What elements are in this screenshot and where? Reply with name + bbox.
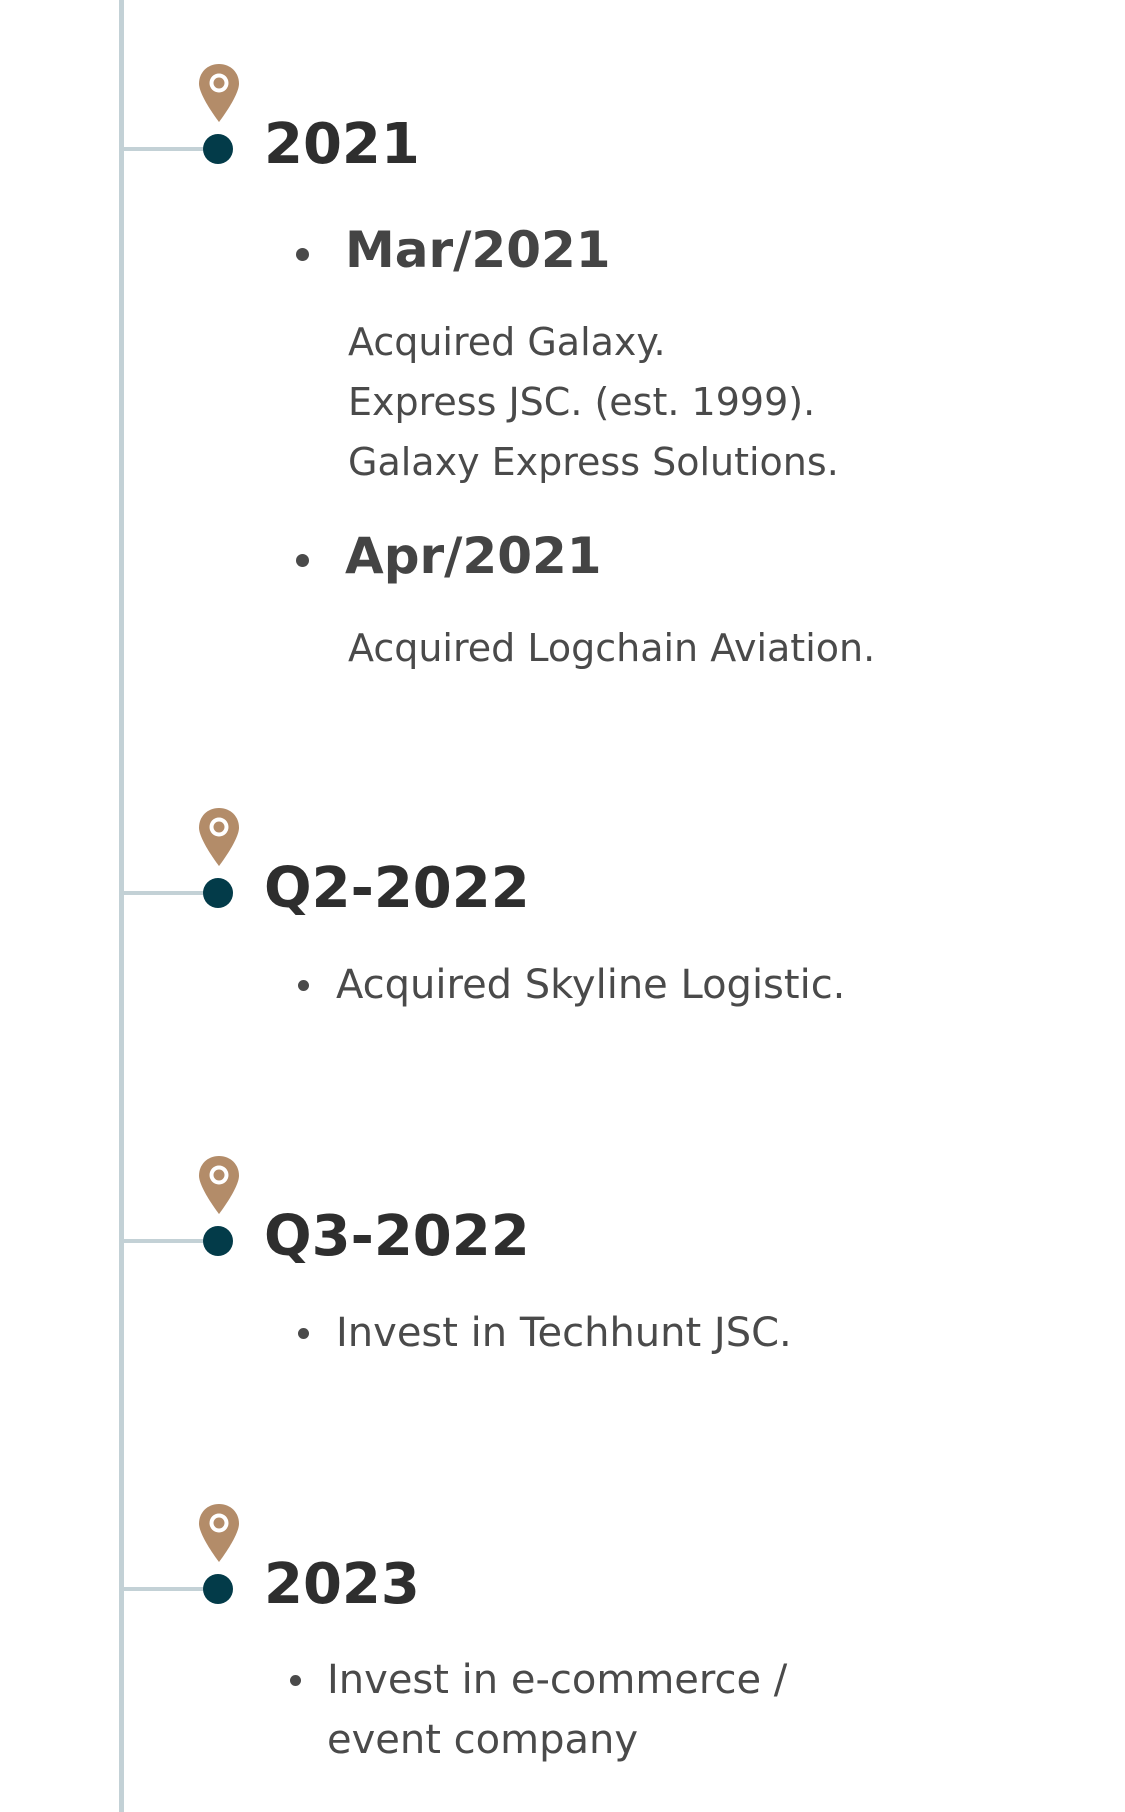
milestone-year: 2021 [264,112,420,177]
map-pin-icon [199,1504,239,1562]
subitem-date: Mar/2021 [345,221,611,279]
item-text: Acquired Skyline Logistic. [336,962,846,1008]
timeline-dot [203,1574,233,1604]
bullet [296,554,309,567]
timeline-connector [124,147,208,151]
map-pin-icon [199,808,239,866]
milestone-year: Q2-2022 [264,856,530,921]
bullet [290,1675,301,1686]
item-text: Invest in Techhunt JSC. [336,1310,792,1356]
subitem-date: Apr/2021 [345,527,602,585]
bullet [298,980,309,991]
timeline-dot [203,1226,233,1256]
timeline-dot [203,134,233,164]
bullet [296,248,309,261]
bullet [298,1328,309,1339]
timeline-connector [124,1239,208,1243]
subitem-text-line: Acquired Logchain Aviation. [348,626,876,670]
subitem-text-line: Galaxy Express Solutions. [348,440,839,484]
timeline-connector [124,1587,208,1591]
milestone-year: Q3-2022 [264,1204,530,1269]
subitem-text-line: Acquired Galaxy. [348,320,666,364]
item-text: Invest in e-commerce / [327,1657,788,1703]
map-pin-icon [199,64,239,122]
timeline-connector [124,891,208,895]
subitem-text-line: Express JSC. (est. 1999). [348,380,816,424]
map-pin-icon [199,1156,239,1214]
item-text: event company [327,1717,638,1763]
timeline-line [119,0,124,1812]
timeline-dot [203,878,233,908]
milestone-year: 2023 [264,1552,420,1617]
